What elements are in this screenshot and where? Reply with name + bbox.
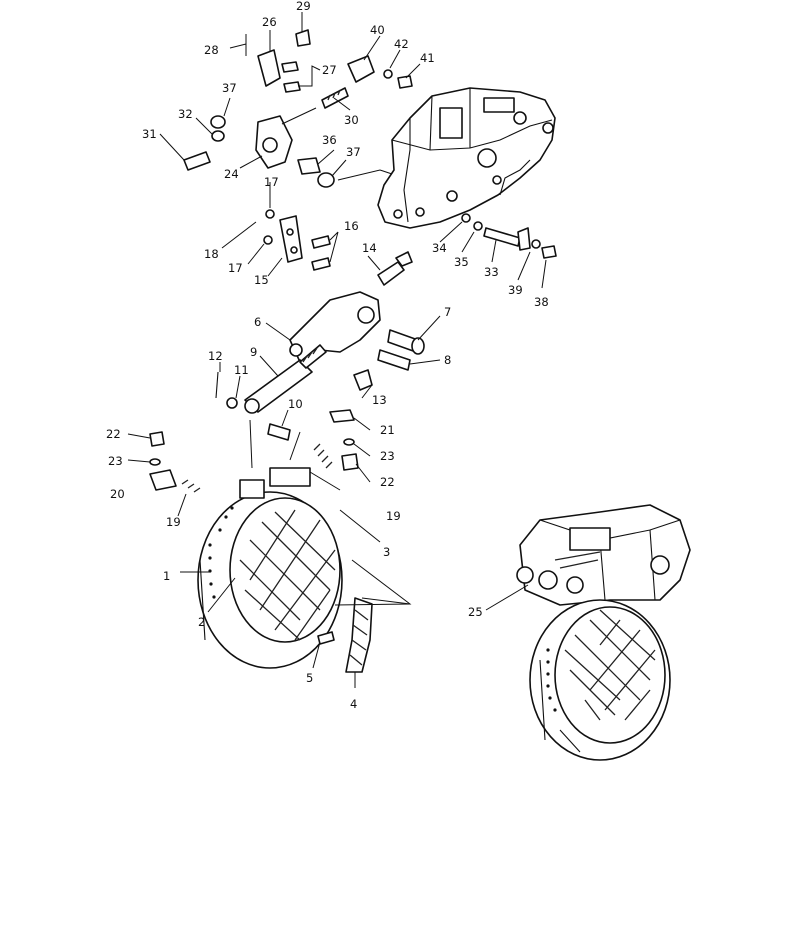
callout-2: 2 bbox=[198, 615, 205, 629]
callout-22-right: 22 bbox=[380, 475, 395, 489]
callout-3: 3 bbox=[383, 545, 390, 559]
shaft-parts bbox=[461, 213, 557, 259]
callout-4: 4 bbox=[350, 697, 357, 711]
callout-16: 16 bbox=[344, 219, 359, 233]
callout-8: 8 bbox=[444, 353, 451, 367]
callout-24: 24 bbox=[224, 167, 239, 181]
callout-15: 15 bbox=[254, 273, 269, 287]
callout-5: 5 bbox=[306, 671, 313, 685]
callout-13: 13 bbox=[372, 393, 387, 407]
brake-band bbox=[197, 467, 343, 669]
control-valve-housing bbox=[377, 87, 556, 229]
brake-lining bbox=[345, 597, 373, 673]
callout-12: 12 bbox=[208, 349, 223, 363]
callout-23-left: 23 bbox=[108, 454, 123, 468]
callout-34: 34 bbox=[432, 241, 447, 255]
callout-28: 28 bbox=[204, 43, 219, 57]
callout-38: 38 bbox=[534, 295, 549, 309]
callout-25: 25 bbox=[468, 605, 483, 619]
callout-35: 35 bbox=[454, 255, 469, 269]
callout-19-left: 19 bbox=[166, 515, 181, 529]
callout-26: 26 bbox=[262, 15, 277, 29]
callout-37-upper: 37 bbox=[222, 81, 237, 95]
callout-36: 36 bbox=[322, 133, 337, 147]
callout-22-left: 22 bbox=[106, 427, 121, 441]
callout-14: 14 bbox=[362, 241, 377, 255]
callout-23-right: 23 bbox=[380, 449, 395, 463]
callout-32: 32 bbox=[178, 107, 193, 121]
callout-9: 9 bbox=[250, 345, 257, 359]
callout-33: 33 bbox=[484, 265, 499, 279]
callout-41: 41 bbox=[420, 51, 435, 65]
rivet bbox=[317, 631, 335, 645]
leader-lines bbox=[127, 12, 547, 688]
callout-6: 6 bbox=[254, 315, 261, 329]
pins bbox=[267, 251, 425, 441]
callout-37-lower: 37 bbox=[346, 145, 361, 159]
callout-17-lower: 17 bbox=[228, 261, 243, 275]
callout-27: 27 bbox=[322, 63, 337, 77]
lever-assembly bbox=[244, 291, 381, 414]
callout-39: 39 bbox=[508, 283, 523, 297]
upper-linkage bbox=[183, 29, 349, 271]
brake-assembly-overview bbox=[516, 504, 691, 761]
callout-numbers: 1 2 3 4 5 6 7 8 9 10 11 12 13 14 15 16 1… bbox=[106, 0, 549, 711]
callout-7: 7 bbox=[444, 305, 451, 319]
callout-19-right: 19 bbox=[386, 509, 401, 523]
callout-42: 42 bbox=[394, 37, 409, 51]
callout-18: 18 bbox=[204, 247, 219, 261]
callout-29: 29 bbox=[296, 0, 311, 13]
callout-20: 20 bbox=[110, 487, 125, 501]
callout-1: 1 bbox=[163, 569, 170, 583]
callout-11: 11 bbox=[234, 363, 249, 377]
callout-31: 31 bbox=[142, 127, 157, 141]
adjuster-parts bbox=[149, 371, 359, 493]
callout-21: 21 bbox=[380, 423, 395, 437]
cover-plate bbox=[347, 55, 413, 89]
callout-30: 30 bbox=[344, 113, 359, 127]
callout-40: 40 bbox=[370, 23, 385, 37]
callout-10: 10 bbox=[288, 397, 303, 411]
callout-17-upper: 17 bbox=[264, 175, 279, 189]
